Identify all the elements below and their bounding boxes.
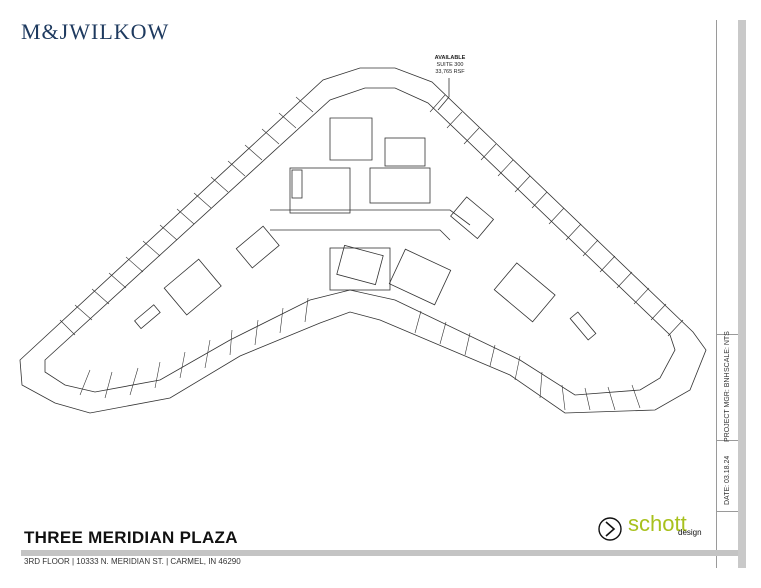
mjwilkow-logo: M&JWILKOW xyxy=(21,19,170,44)
building-outline-outer xyxy=(19,67,707,414)
core-rooms xyxy=(134,117,597,341)
sidebar-panel xyxy=(716,20,739,568)
sidebar-divider xyxy=(716,440,738,441)
sidebar-divider xyxy=(716,511,738,512)
design-wordmark: design xyxy=(678,528,702,537)
title-rule xyxy=(21,550,738,556)
scale-label: SCALE: NTS xyxy=(724,331,731,372)
address-line: 3RD FLOOR | 10333 N. MERIDIAN ST. | CARM… xyxy=(24,557,241,566)
sidebar-gray-bar xyxy=(738,20,746,568)
building-outline-inner xyxy=(44,87,676,396)
callout-leader-tail xyxy=(437,96,450,111)
sidebar-divider xyxy=(716,334,738,335)
schott-wordmark: schott xyxy=(628,511,687,536)
project-manager-label: PROJECT MGR: BNH xyxy=(724,372,731,443)
schott-logo-icon xyxy=(598,517,622,541)
right-wing-offices xyxy=(414,94,684,411)
available-suite: SUITE 300 xyxy=(436,62,464,68)
available-callout: AVAILABLE SUITE 300 33,765 RSF xyxy=(420,55,480,76)
page-title: THREE MERIDIAN PLAZA xyxy=(24,528,238,547)
available-heading: AVAILABLE xyxy=(434,55,466,61)
left-wing-offices xyxy=(59,96,314,399)
available-area: 33,765 RSF xyxy=(435,69,465,75)
date-label: DATE: 03.18.24 xyxy=(724,455,731,505)
